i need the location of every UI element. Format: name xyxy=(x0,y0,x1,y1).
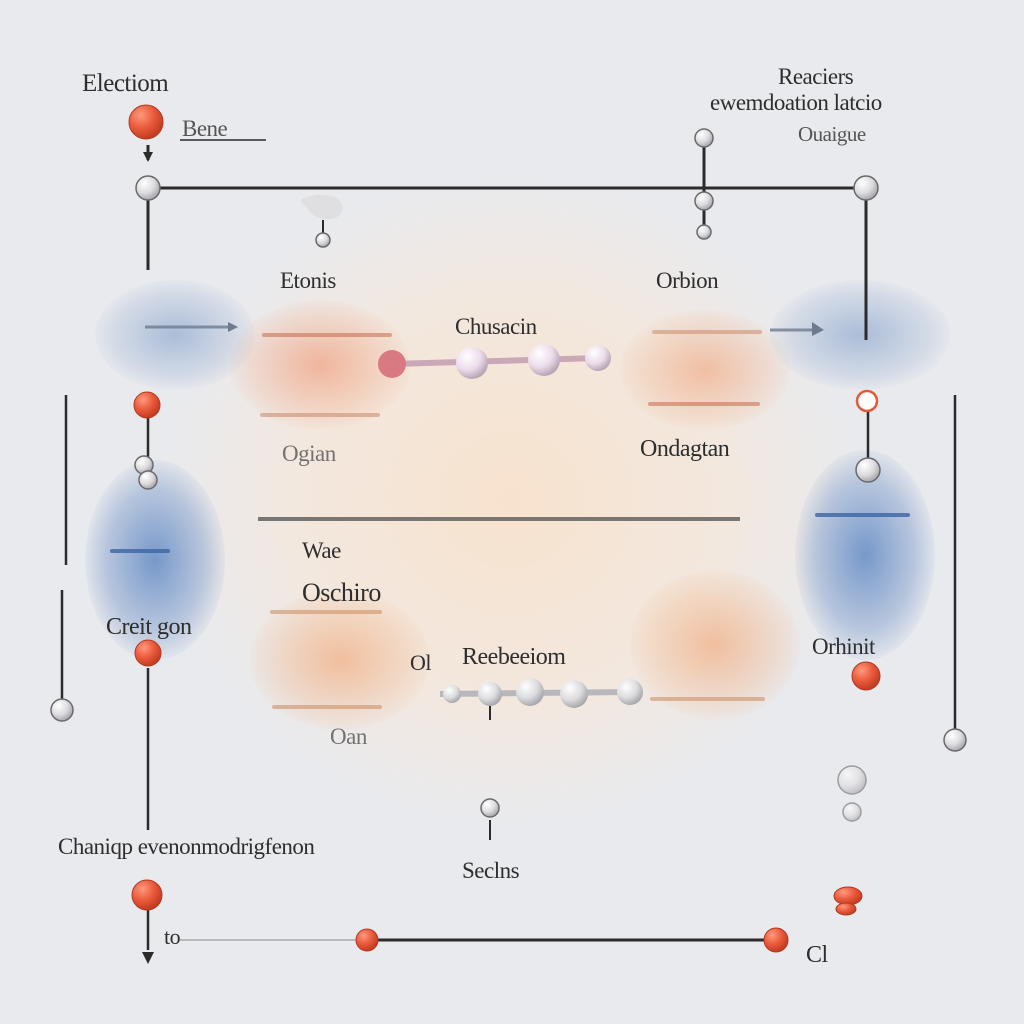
node xyxy=(853,175,879,201)
molecule-atom xyxy=(560,680,588,708)
label-oxygen-right: Ondagtan xyxy=(640,436,730,462)
node xyxy=(50,698,74,722)
label-bottom-left: to xyxy=(164,924,181,949)
node xyxy=(694,128,714,148)
label-orbital: Orhinit xyxy=(812,634,875,659)
label-reactants-sub2: Ouaigue xyxy=(798,122,866,146)
upper-molecule xyxy=(378,344,611,379)
top-frame xyxy=(146,138,868,340)
label-reactants: Reaciers xyxy=(778,64,854,89)
electron xyxy=(855,389,879,413)
label-oxidation: Oschiro xyxy=(302,578,381,607)
label-atoms: Etonis xyxy=(280,268,336,293)
molecule-atom xyxy=(478,682,502,706)
label-center-top: Chusacin xyxy=(455,314,537,339)
band-3 xyxy=(652,330,762,334)
band-9 xyxy=(815,513,910,517)
label-changing: Chaniqp evenonmodrigfenon xyxy=(58,834,315,859)
node xyxy=(480,798,500,818)
node xyxy=(837,765,867,795)
lower-molecule xyxy=(439,678,643,708)
electron xyxy=(131,879,163,911)
band-4 xyxy=(648,402,760,406)
arrow-right-left-side xyxy=(228,322,238,332)
label-electron: Electiom xyxy=(82,70,169,97)
electron xyxy=(355,928,379,952)
node xyxy=(943,728,967,752)
node xyxy=(315,232,331,248)
band-6 xyxy=(272,705,382,709)
label-sections: Seclns xyxy=(462,858,520,883)
molecule-atom xyxy=(516,678,544,706)
molecule-atom xyxy=(443,685,461,703)
right-lines xyxy=(866,395,957,730)
node xyxy=(842,802,862,822)
electron-nodes xyxy=(128,104,881,953)
label-reaction: Reebeeiom xyxy=(462,644,566,670)
electron xyxy=(134,639,162,667)
grey-nodes xyxy=(50,128,967,822)
label-bene: Bene xyxy=(182,116,228,141)
electron xyxy=(833,886,863,906)
label-reaction-prefix: Ol xyxy=(410,650,432,675)
node xyxy=(696,224,712,240)
band-8 xyxy=(110,549,170,553)
electron xyxy=(763,927,789,953)
molecule-atom xyxy=(378,350,406,378)
molecule-atom xyxy=(528,344,560,376)
band-7 xyxy=(650,697,765,701)
molecule-atom xyxy=(456,347,488,379)
arrow-right-right-side xyxy=(812,322,824,336)
left-lines xyxy=(60,395,150,950)
label-reactants-sub: ewemdoation latcio xyxy=(710,90,882,115)
label-carbon-left: Ogian xyxy=(282,441,336,466)
molecule-atom xyxy=(617,679,643,705)
band-1 xyxy=(262,333,392,337)
electron xyxy=(133,391,161,419)
node xyxy=(855,457,881,483)
band-2 xyxy=(260,413,380,417)
molecule-atom xyxy=(585,345,611,371)
droplet xyxy=(300,194,343,220)
label-carbon-top: Orbion xyxy=(656,268,719,293)
label-bottom-right: Cl xyxy=(806,942,828,968)
label-water: Wae xyxy=(302,538,341,563)
node xyxy=(135,175,161,201)
electron xyxy=(835,902,857,916)
node xyxy=(694,191,714,211)
node xyxy=(138,470,158,490)
arrow-down-electron xyxy=(143,152,153,162)
label-carbon-bottom: Oan xyxy=(330,724,367,749)
band-5 xyxy=(270,610,382,614)
label-creation: Creit gon xyxy=(106,614,192,640)
arrow-down-bottom-left xyxy=(142,952,154,964)
electron xyxy=(128,104,164,140)
side-arrows xyxy=(145,325,818,332)
electron xyxy=(851,661,881,691)
